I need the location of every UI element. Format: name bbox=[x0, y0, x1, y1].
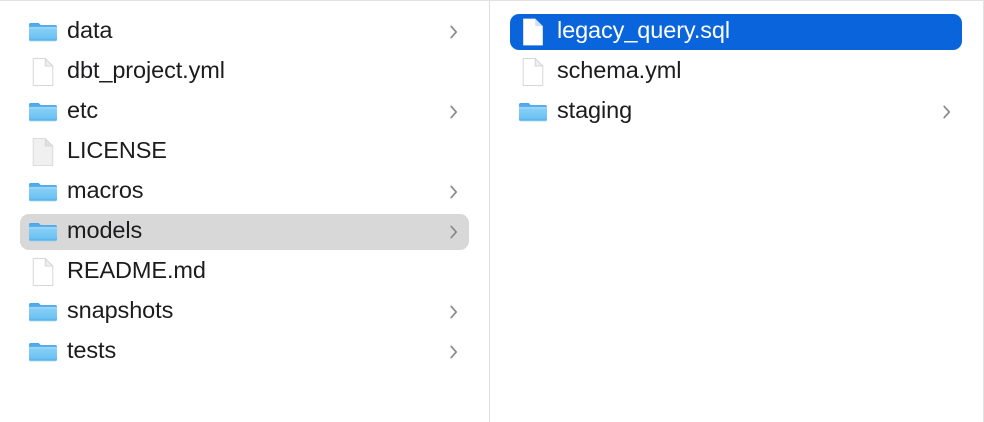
generic-document-icon bbox=[28, 137, 58, 167]
folder-icon bbox=[28, 177, 58, 207]
folder-row[interactable]: tests bbox=[20, 334, 469, 370]
item-label: macros bbox=[67, 177, 144, 204]
chevron-right-icon bbox=[449, 304, 459, 320]
folder-row[interactable]: snapshots bbox=[20, 294, 469, 330]
chevron-right-icon bbox=[942, 104, 952, 120]
folder-icon bbox=[28, 297, 58, 327]
file-row[interactable]: schema.yml bbox=[510, 54, 962, 90]
chevron-right-icon bbox=[449, 24, 459, 40]
folder-icon bbox=[28, 217, 58, 247]
document-icon bbox=[28, 57, 58, 87]
folder-row[interactable]: data bbox=[20, 14, 469, 50]
item-label: etc bbox=[67, 97, 99, 124]
chevron-right-icon bbox=[449, 104, 459, 120]
folder-icon bbox=[28, 97, 58, 127]
folder-icon bbox=[28, 17, 58, 47]
file-row[interactable]: legacy_query.sql bbox=[510, 14, 962, 50]
folder-icon bbox=[28, 337, 58, 367]
document-icon bbox=[518, 57, 548, 87]
item-label: schema.yml bbox=[557, 57, 682, 84]
item-label: README.md bbox=[67, 257, 206, 284]
file-row[interactable]: dbt_project.yml bbox=[20, 54, 469, 90]
chevron-right-icon bbox=[449, 344, 459, 360]
file-column-child[interactable]: legacy_query.sql schema.yml staging bbox=[490, 1, 983, 422]
document-icon bbox=[518, 17, 548, 47]
item-label: legacy_query.sql bbox=[557, 17, 731, 44]
file-row[interactable]: LICENSE bbox=[20, 134, 469, 170]
item-label: models bbox=[67, 217, 143, 244]
item-label: dbt_project.yml bbox=[67, 57, 225, 84]
document-icon bbox=[28, 257, 58, 287]
folder-row[interactable]: staging bbox=[510, 94, 962, 130]
file-row[interactable]: README.md bbox=[20, 254, 469, 290]
chevron-right-icon bbox=[449, 184, 459, 200]
chevron-right-icon bbox=[449, 224, 459, 240]
folder-row[interactable]: models bbox=[20, 214, 469, 250]
item-label: snapshots bbox=[67, 297, 174, 324]
item-label: tests bbox=[67, 337, 117, 364]
item-label: LICENSE bbox=[67, 137, 167, 164]
item-label: data bbox=[67, 17, 113, 44]
column-list-child: legacy_query.sql schema.yml staging bbox=[490, 14, 983, 130]
folder-row[interactable]: etc bbox=[20, 94, 469, 130]
folder-icon bbox=[518, 97, 548, 127]
folder-row[interactable]: macros bbox=[20, 174, 469, 210]
item-label: staging bbox=[557, 97, 633, 124]
